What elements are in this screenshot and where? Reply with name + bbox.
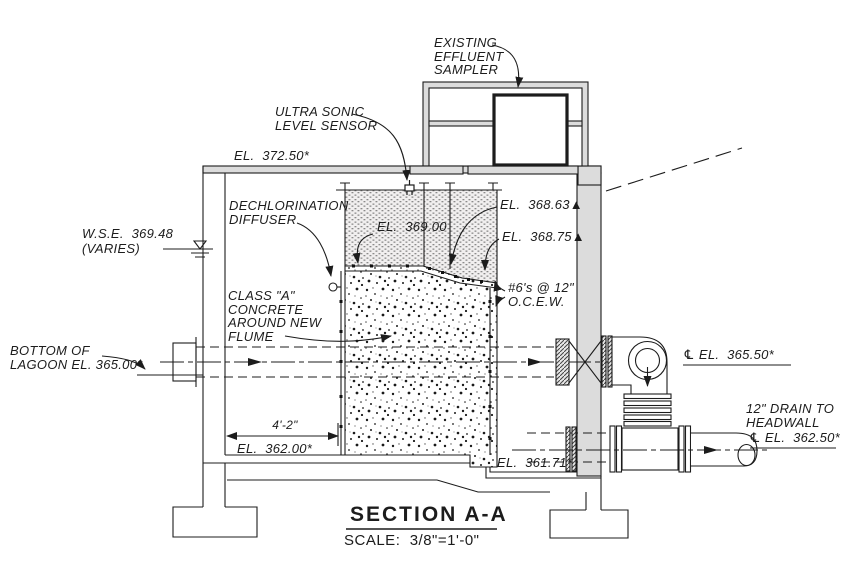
label-existing-effluent-sampler: EXISTING EFFLUENT SAMPLER	[434, 35, 504, 77]
flow-arrows	[248, 358, 542, 366]
concrete-block	[340, 265, 498, 468]
label-el-361-71: EL. 361.71*	[497, 455, 573, 470]
label-el-368-75: EL. 368.75▲	[502, 229, 585, 244]
effluent-sampler-box	[492, 93, 569, 167]
text-underlines	[346, 364, 836, 530]
drain-flow-arrow	[704, 446, 718, 454]
leader-sensor	[351, 113, 411, 181]
reference-dashed-line	[605, 147, 743, 192]
label-dechlorination-diffuser: DECHLORINATION DIFFUSER	[229, 198, 349, 227]
leader-el-368-63	[448, 206, 498, 265]
leader-el-368-75	[481, 238, 500, 271]
flume-liner-anchors	[339, 264, 492, 440]
leader-lagoon	[101, 355, 146, 370]
leader-el-369	[352, 233, 374, 264]
leader-concrete	[284, 334, 392, 342]
leader-rebar-1	[493, 280, 506, 292]
label-dim-4-2: 4'-2"	[272, 418, 298, 432]
drain-piping	[512, 425, 770, 473]
label-el-368-63: EL. 368.63▲	[500, 197, 583, 212]
drawing-scale: SCALE: 3/8"=1'-0"	[344, 532, 480, 549]
label-bottom-of-lagoon: BOTTOM OF LAGOON EL. 365.00*	[10, 343, 143, 372]
leader-lines	[101, 44, 524, 370]
label-el-372-50: EL. 372.50*	[234, 148, 310, 163]
effluent-piping	[555, 335, 672, 427]
label-wse-varies: (VARIES)	[82, 241, 141, 256]
sampler-platform	[409, 81, 589, 175]
label-drain-to-headwall: 12" DRAIN TO HEADWALL	[746, 401, 835, 430]
drawing-title: SECTION A-A	[350, 503, 508, 526]
water-surface-symbol	[163, 240, 213, 258]
label-wse-369-48: W.S.E. 369.48	[82, 226, 174, 241]
label-cl-el-365-50: ℄ EL. 365.50*	[683, 347, 775, 362]
diffuser-symbol	[328, 282, 341, 292]
label-class-a-concrete: CLASS "A" CONCRETE AROUND NEW FLUME	[228, 288, 322, 344]
leader-diffuser	[296, 222, 334, 277]
label-el-362-00: EL. 362.00*	[237, 441, 313, 456]
leader-rebar-2	[495, 295, 506, 307]
tee-body	[621, 427, 679, 471]
label-rebar-note: #6's @ 12" O.C.E.W.	[508, 280, 574, 309]
leader-sampler	[491, 44, 524, 88]
label-cl-el-362-50: ℄ EL. 362.50*	[749, 430, 841, 445]
label-ultra-sonic-level-sensor: ULTRA SONIC LEVEL SENSOR	[275, 104, 378, 133]
label-el-369-00: EL. 369.00	[377, 219, 447, 234]
footings	[172, 476, 629, 539]
dimension-4-2	[226, 423, 339, 446]
